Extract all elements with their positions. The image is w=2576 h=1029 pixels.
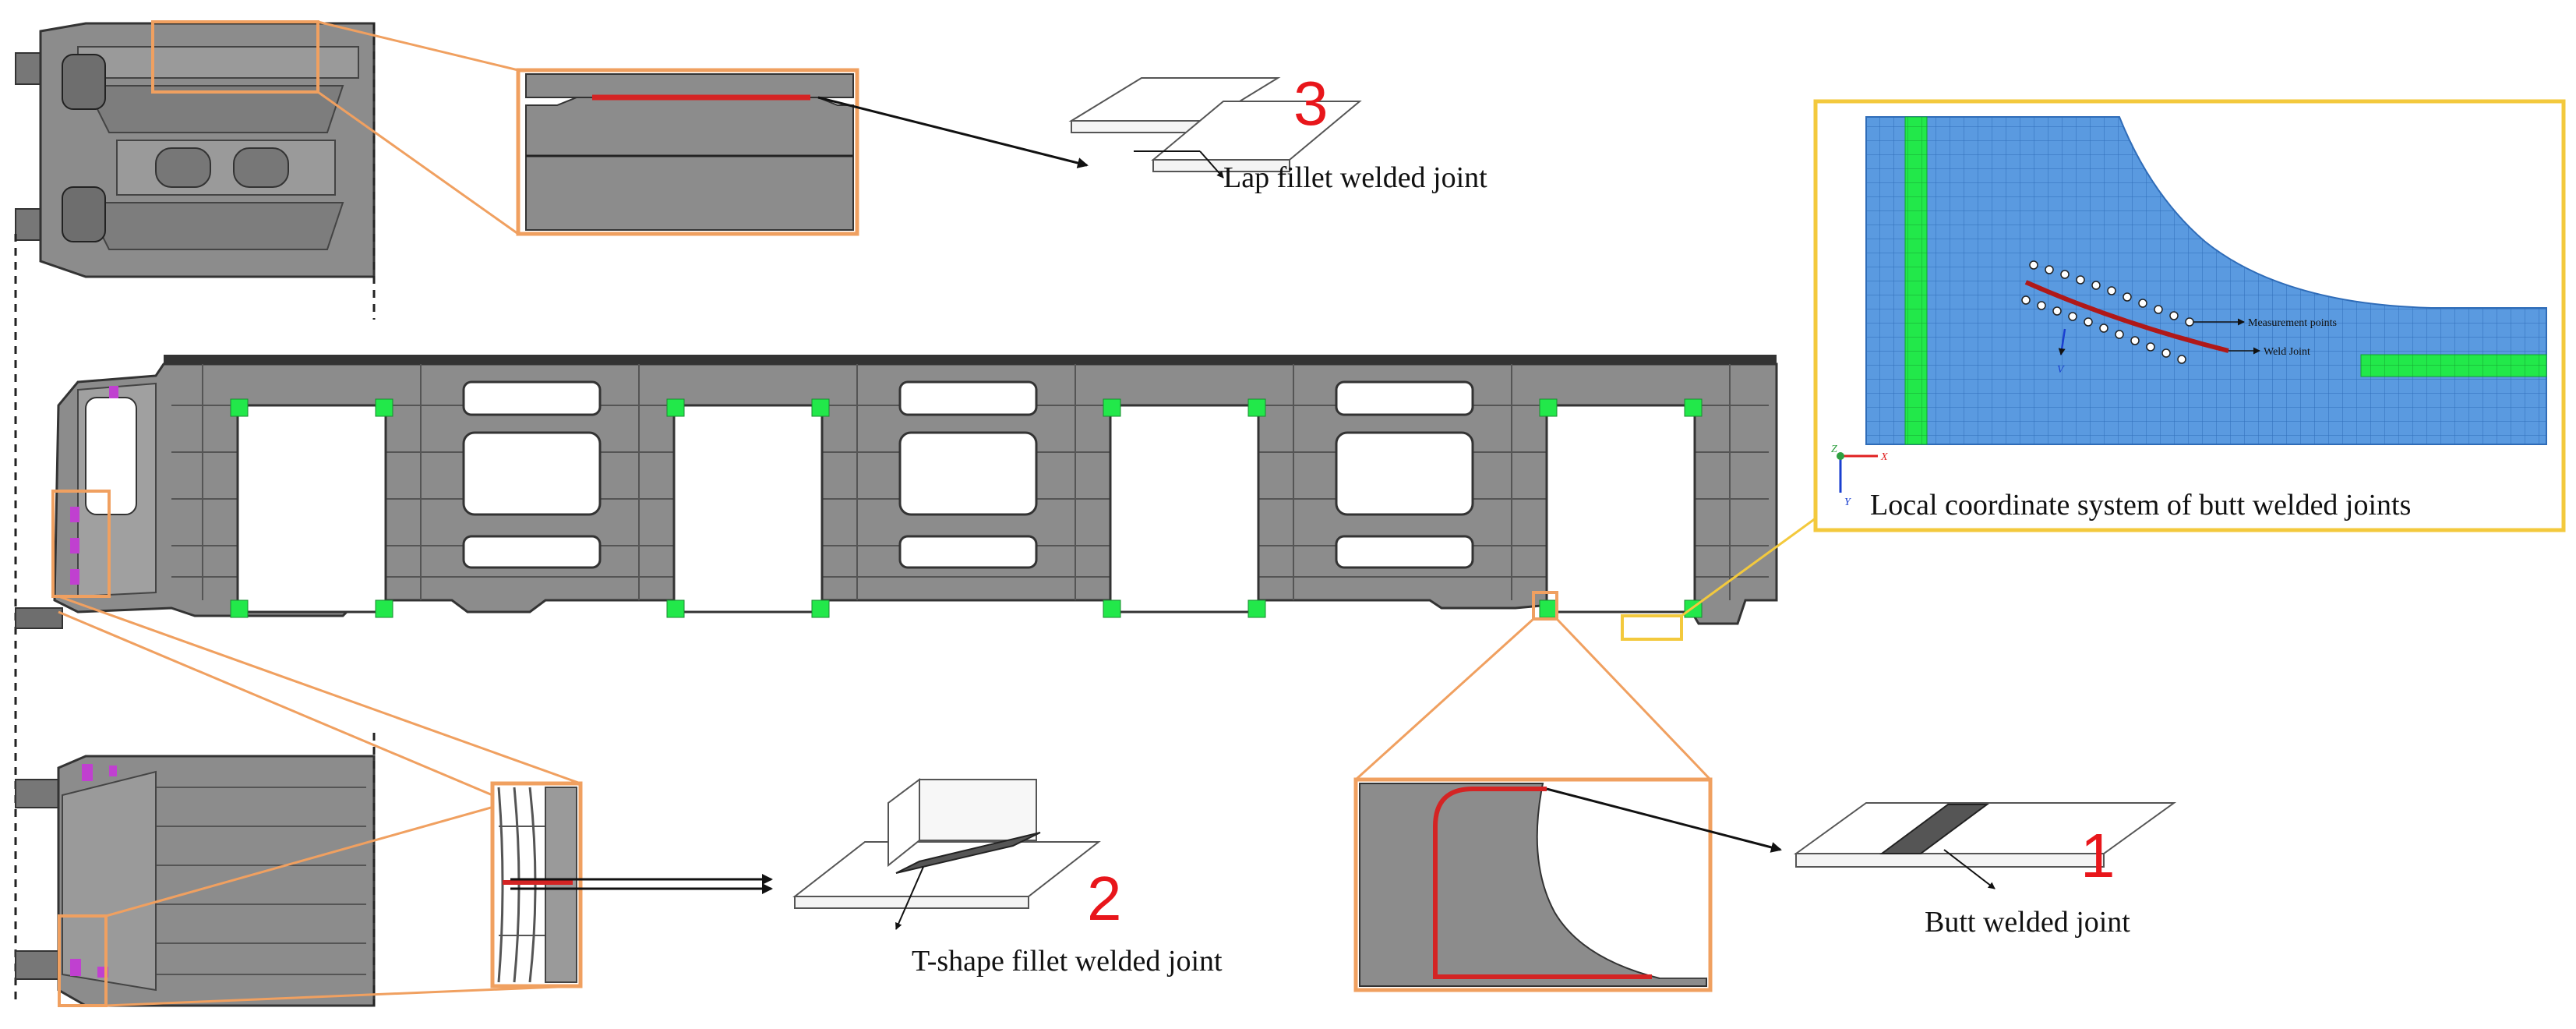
mesh-detail-panel: [1813, 99, 2566, 532]
lap-pointer-arrow: [817, 96, 1089, 168]
tshape-callout-line-b: [58, 610, 493, 797]
butt-joint-label: Butt welded joint: [1925, 906, 2130, 939]
lap-joint-sketch: [1068, 77, 1362, 179]
butt-callout-line-left: [1354, 617, 1535, 781]
axis-y-label: Y: [1844, 497, 1852, 508]
tshape-joint-number: 2: [1087, 864, 1122, 933]
vehicle-side-frame: [15, 355, 1778, 641]
tshape-joint-label: T-shape fillet welded joint: [912, 945, 1223, 978]
tshape-joint-sketch: [792, 778, 1101, 930]
butt-joint-zoom: [1353, 777, 1713, 992]
axis-x-label: X: [1880, 451, 1888, 463]
mesh-detail-caption: Local coordinate system of butt welded j…: [1870, 489, 2411, 522]
axis-v-label: V: [2057, 364, 2065, 376]
lap-joint-number: 3: [1293, 69, 1329, 138]
measurement-points-label: Measurement points: [2248, 317, 2337, 329]
axis-z-label: Z: [1831, 444, 1837, 455]
mesh-callout-line: [1681, 517, 1816, 617]
weld-joint-label: Weld Joint: [2264, 346, 2310, 358]
butt-callout-line-right: [1555, 617, 1712, 781]
tshape-callout-line-a: [58, 595, 581, 785]
lap-callout-lines: [317, 20, 519, 235]
butt-pointer-arrow: [1546, 787, 1782, 853]
butt-joint-sketch: [1793, 802, 2177, 889]
lap-joint-label: Lap fillet welded joint: [1223, 161, 1487, 194]
tshape-joint-zoom: [490, 781, 583, 988]
front-end-view: [15, 20, 376, 320]
tshape-zoom-line-bottom: [105, 985, 577, 1007]
rear-end-view: [15, 733, 376, 1007]
lap-joint-zoom: [516, 68, 859, 236]
butt-joint-number: 1: [2080, 821, 2115, 890]
